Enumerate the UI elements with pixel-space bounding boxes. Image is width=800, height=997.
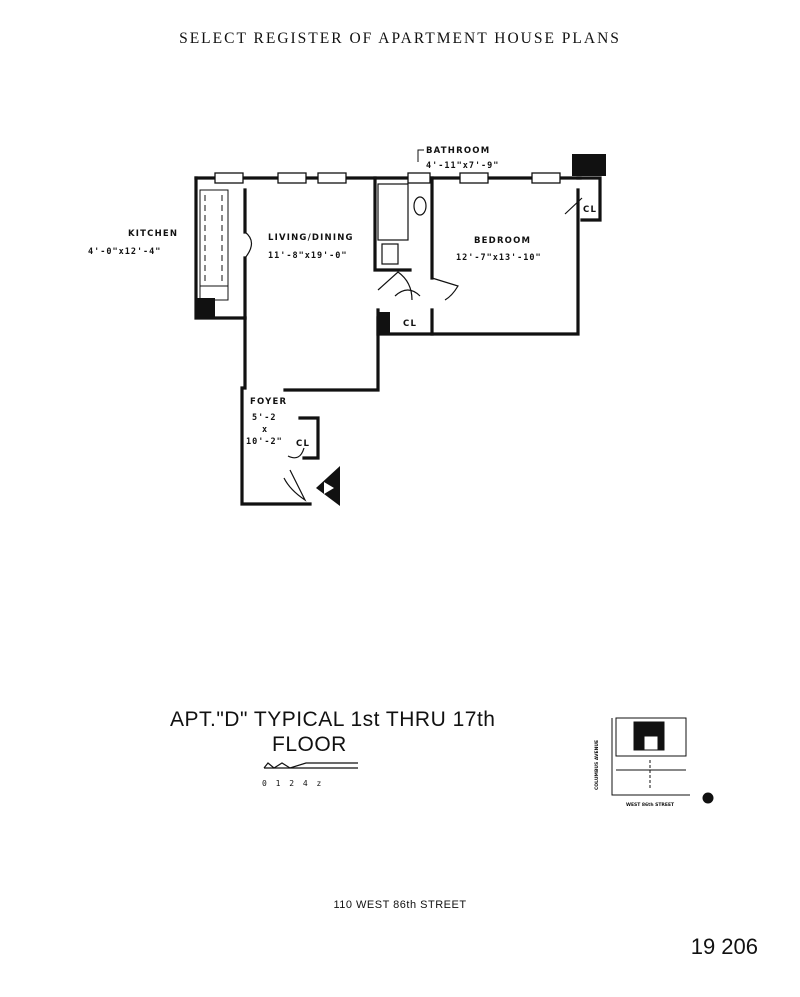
closet-label: CL [403,319,417,329]
window [531,172,561,184]
bedroom-label: BEDROOM [474,236,531,246]
closet-label: CL [583,205,597,215]
bathroom-label: BATHROOM [426,146,490,156]
living-label: LIVING/DINING [268,233,354,243]
page-number: 19 206 [690,934,758,959]
kitchen-label: KITCHEN [128,229,178,239]
window [459,172,489,184]
closet-label: CL [296,439,310,449]
window [277,172,307,184]
scale-labels: 0 1 2 4 z [262,779,324,788]
window [407,172,431,184]
column-block [197,298,215,318]
keyplan-street-label: WEST 86th STREET [626,802,675,808]
stove [199,285,229,301]
scale-bar [263,762,358,769]
kitchen-dims: 4'-0"x12'-4" [88,247,161,257]
bedroom-dims: 12'-7"x13'-10" [456,253,542,263]
door-swing [287,447,305,459]
door-swing [564,197,583,215]
building-address: 110 WEST 86th STREET [333,899,467,911]
bathroom-walls [373,176,434,280]
keyplan-avenue-label: COLUMBUS AVENUE [594,740,600,790]
door-swing [244,231,253,259]
bedroom-walls [430,188,580,336]
column-block [378,312,390,334]
north-arrow-icon [702,792,714,804]
key-plan: WEST 86th STREET COLUMBUS AVENUE [594,717,714,808]
foyer-dim-1: 5'-2 [252,413,276,423]
door-swing [283,469,307,502]
toilet [413,196,427,216]
kitchen-west-wall [194,176,247,320]
foyer-closet [298,416,320,460]
plan-caption-floor: FLOOR [272,733,347,756]
foyer-dim-x: x [262,425,268,435]
kitchen-counter [199,189,229,287]
living-dims: 11'-8"x19'-0" [268,251,348,261]
sink [381,243,399,265]
page-title: SELECT REGISTER OF APARTMENT HOUSE PLANS [179,30,621,47]
door-swing [377,271,413,301]
living-south-wall [283,316,380,392]
bathtub [377,183,409,241]
window [317,172,347,184]
foyer-walls [240,386,312,506]
bedroom-closet [576,176,602,222]
chimney-block [572,154,606,176]
foyer-label: FOYER [250,397,287,407]
window [214,172,244,184]
door-swing [431,277,459,301]
bathroom-dims: 4'-11"x7'-9" [426,161,499,171]
foyer-dim-2: 10'-2" [246,437,283,447]
plan-caption: APT."D" TYPICAL 1st THRU 17th [170,708,496,731]
door-swing [394,289,421,297]
